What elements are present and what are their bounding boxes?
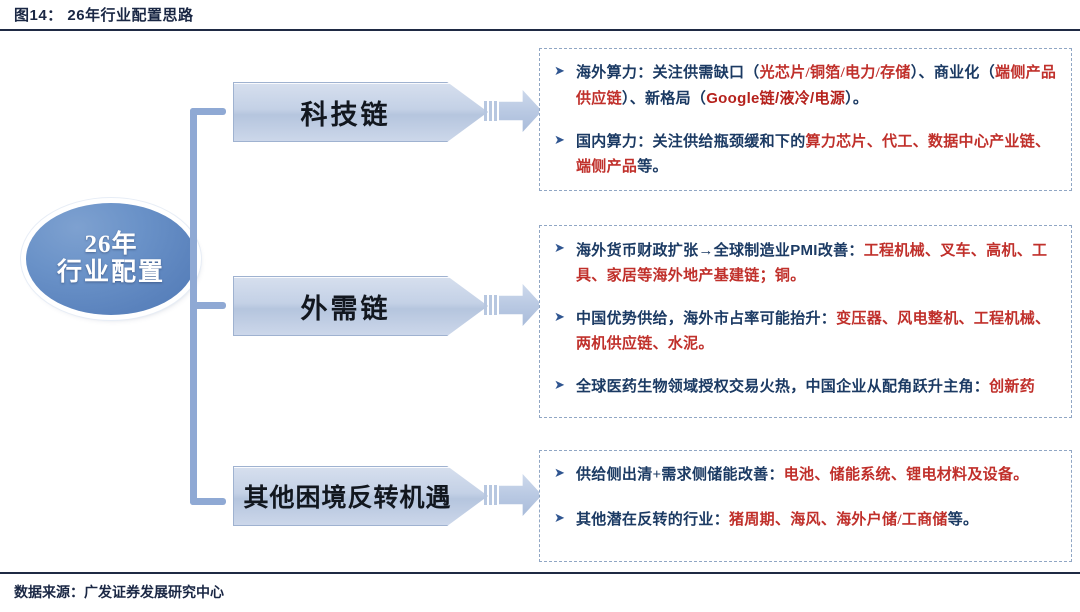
text-segment: 创新药 xyxy=(989,379,1036,395)
triangle-right-bullet-icon: ➤ xyxy=(554,378,565,393)
text-segment: Google链/液冷/电源 xyxy=(706,90,846,107)
arrow-head xyxy=(499,284,542,326)
triangle-right-bullet-icon: ➤ xyxy=(554,64,565,79)
triangle-right-bullet-icon: ➤ xyxy=(554,511,565,526)
header-divider xyxy=(0,29,1080,31)
arrow-tail-stripe xyxy=(489,101,492,121)
triangle-right-bullet-icon: ➤ xyxy=(554,241,565,256)
text-segment: ）、新格局（ xyxy=(621,91,707,107)
bullet-text: 全球医药生物领域授权交易火热，中国企业从配角跃升主角：创新药 xyxy=(576,375,1057,400)
text-segment: ）、商业化（ xyxy=(910,65,996,81)
arrow-tail-stripe xyxy=(484,295,487,315)
bullet-text: 海外货币财政扩张→全球制造业PMI改善：工程机械、叉车、高机、工具、家居等海外地… xyxy=(576,238,1057,289)
text-segment: 光芯片/铜箔/电力/存储 xyxy=(759,65,911,81)
arrow-tail-stripe xyxy=(489,485,492,505)
text-segment: 端侧产品供应链 xyxy=(576,65,1057,107)
arrow-tail-stripe xyxy=(494,295,497,315)
bullet-row: ➤ 供给侧出清+需求侧储能改善：电池、储能系统、锂电材料及设备。 xyxy=(554,463,1057,488)
branch-connector xyxy=(190,80,260,530)
text-segment: 电池、储能系统、锂电材料及设备。 xyxy=(783,467,1029,483)
bullet-row: ➤ 全球医药生物领域授权交易火热，中国企业从配角跃升主角：创新药 xyxy=(554,375,1057,400)
branch-node-other-reversal-label: 其他困境反转机遇 xyxy=(243,485,452,512)
branch-node-overseas-demand-label: 外需链 xyxy=(300,293,391,324)
content-panel-other-reversal: ➤ 供给侧出清+需求侧储能改善：电池、储能系统、锂电材料及设备。 ➤ 其他潜在反转的行… xyxy=(539,450,1072,562)
bullet-row: ➤ 海外算力：关注供需缺口（光芯片/铜箔/电力/存储）、商业化（端侧产品供应链）、… xyxy=(554,61,1057,112)
content-panel-tech: ➤ 海外算力：关注供需缺口（光芯片/铜箔/电力/存储）、商业化（端侧产品供应链）、… xyxy=(539,48,1072,191)
text-segment: 变压器、风电整机、工程机械、两机供应链、水泥。 xyxy=(576,311,1051,352)
connector-branch-top xyxy=(190,108,226,115)
text-segment: 工程机械、叉车、高机、工具、家居等海外地产基建链；铜。 xyxy=(576,243,1048,284)
root-node-line1: 26年 xyxy=(84,230,138,258)
bullet-row: ➤ 其他潜在反转的行业：猪周期、海风、海外户储/工商储等。 xyxy=(554,508,1057,533)
footer-divider xyxy=(0,572,1080,574)
bullet-text: 其他潜在反转的行业：猪周期、海风、海外户储/工商储等。 xyxy=(576,508,1057,533)
page-title: 图14： 26年行业配置思路 xyxy=(14,7,194,24)
text-segment: ）。 xyxy=(845,91,869,107)
text-segment: 海外算力：关注供需缺口（ xyxy=(576,65,760,81)
arrow-tail-stripe xyxy=(484,485,487,505)
text-segment: 猪周期、海风、海外户储/工商储 xyxy=(729,512,948,528)
triangle-right-bullet-icon: ➤ xyxy=(554,466,565,481)
bullet-row: ➤ 国内算力：关注供给瓶颈缓和下的算力芯片、代工、数据中心产业链、端侧产品等。 xyxy=(554,130,1057,180)
arrow-tail-stripe xyxy=(489,295,492,315)
bullet-text: 海外算力：关注供需缺口（光芯片/铜箔/电力/存储）、商业化（端侧产品供应链）、新… xyxy=(576,61,1057,112)
data-source-label: 数据来源：广发证券发展研究中心 xyxy=(14,586,224,601)
branch-node-tech[interactable]: 科技链 xyxy=(233,82,488,142)
bullet-row: ➤ 海外货币财政扩张→全球制造业PMI改善：工程机械、叉车、高机、工具、家居等海外… xyxy=(554,238,1057,289)
text-segment: 海外货币财政扩张→全球制造业 xyxy=(576,243,791,259)
branch-node-other-reversal[interactable]: 其他困境反转机遇 xyxy=(233,466,488,526)
text-segment: 国内算力：关注供给瓶颈缓和下的 xyxy=(576,134,806,150)
text-segment: 改善： xyxy=(817,243,864,259)
bullet-row: ➤ 中国优势供给，海外市占率可能抬升：变压器、风电整机、工程机械、两机供应链、水泥… xyxy=(554,307,1057,357)
arrow-tail-stripe xyxy=(494,485,497,505)
connector-branch-bottom xyxy=(190,498,226,505)
connector-branch-middle xyxy=(190,302,226,309)
figure-header: 图14： 26年行业配置思路 xyxy=(0,0,1080,31)
text-segment: 供给侧出清+需求侧储能改善： xyxy=(576,467,784,483)
triangle-right-bullet-icon: ➤ xyxy=(554,310,565,325)
flow-arrow-right-icon-1 xyxy=(484,89,542,133)
text-segment: 算力芯片、代工、数据中心产业链、端侧产品 xyxy=(576,134,1051,175)
branch-node-overseas-demand[interactable]: 外需链 xyxy=(233,276,488,336)
bullet-text: 国内算力：关注供给瓶颈缓和下的算力芯片、代工、数据中心产业链、端侧产品等。 xyxy=(576,130,1057,180)
content-panel-overseas-demand: ➤ 海外货币财政扩张→全球制造业PMI改善：工程机械、叉车、高机、工具、家居等海外… xyxy=(539,225,1072,418)
arrow-tail-stripe xyxy=(494,101,497,121)
flow-arrow-right-icon-2 xyxy=(484,283,542,327)
bullet-text: 中国优势供给，海外市占率可能抬升：变压器、风电整机、工程机械、两机供应链、水泥。 xyxy=(576,307,1057,357)
text-segment: 等。 xyxy=(637,159,668,175)
text-segment: 等。 xyxy=(947,512,979,528)
bullet-text: 供给侧出清+需求侧储能改善：电池、储能系统、锂电材料及设备。 xyxy=(576,463,1057,488)
root-node-ellipse: 26年 行业配置 xyxy=(26,203,196,315)
text-segment: PMI xyxy=(790,242,818,259)
text-segment: 其他潜在反转的行业： xyxy=(576,512,730,528)
flow-arrow-right-icon-3 xyxy=(484,473,542,517)
root-node-line2: 行业配置 xyxy=(56,259,165,286)
text-segment: 中国优势供给，海外市占率可能抬升： xyxy=(576,311,837,327)
branch-node-tech-label: 科技链 xyxy=(300,99,391,130)
arrow-tail-stripe xyxy=(484,101,487,121)
text-segment: 全球医药生物领域授权交易火热，中国企业从配角跃升主角： xyxy=(576,379,990,395)
triangle-right-bullet-icon: ➤ xyxy=(554,133,565,148)
arrow-head xyxy=(499,474,542,516)
arrow-head xyxy=(499,90,542,132)
